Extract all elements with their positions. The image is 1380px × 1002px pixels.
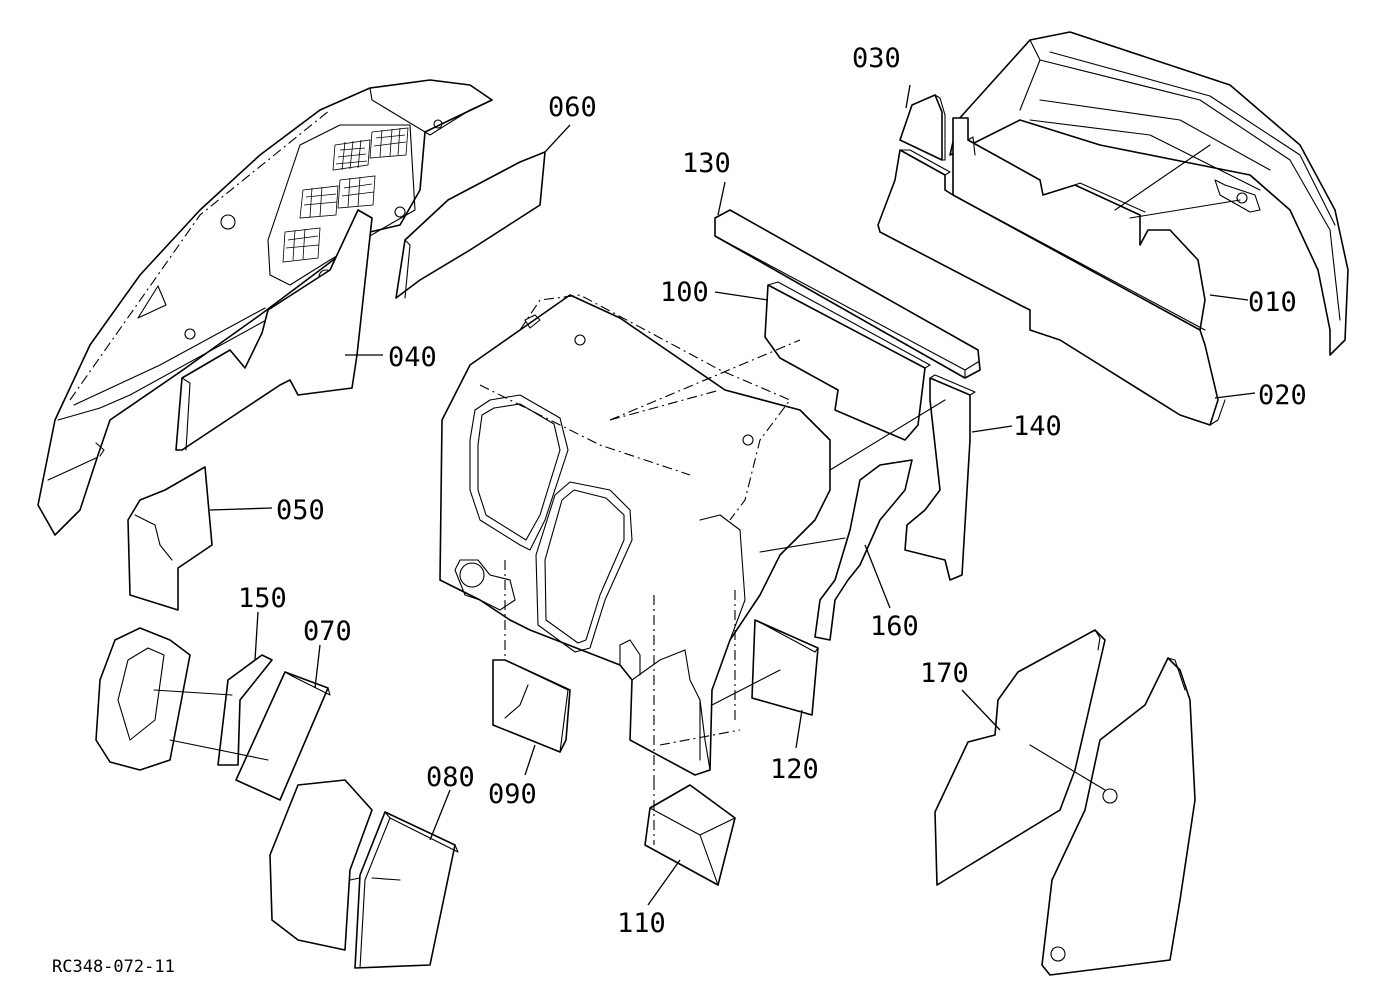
- hood-panel: [37, 79, 493, 536]
- label-040: 040: [388, 342, 437, 373]
- part-100-shape: [609, 281, 931, 441]
- label-110: 110: [617, 908, 666, 939]
- part-040-shape: [175, 209, 373, 451]
- part-110-shape: [644, 780, 736, 886]
- part-120-shape: [711, 619, 819, 716]
- leader-lines: [209, 84, 1256, 906]
- label-160: 160: [870, 611, 919, 642]
- label-120: 120: [770, 754, 819, 785]
- label-060: 060: [548, 92, 597, 123]
- part-140-shape: [829, 374, 976, 581]
- part-160-shape: [759, 459, 913, 641]
- label-090: 090: [488, 779, 537, 810]
- label-010: 010: [1248, 287, 1297, 318]
- label-150: 150: [238, 583, 287, 614]
- part-rear-group: [877, 31, 1349, 426]
- label-030: 030: [852, 43, 901, 74]
- label-100: 100: [660, 277, 709, 308]
- central-frame: [439, 294, 831, 780]
- label-140: 140: [1013, 411, 1062, 442]
- label-050: 050: [276, 495, 325, 526]
- part-130-shape: [714, 209, 981, 379]
- part-150-070-group: [95, 627, 331, 801]
- label-170: 170: [920, 658, 969, 689]
- label-130: 130: [682, 148, 731, 179]
- drawing-code: RC348-072-11: [52, 957, 175, 977]
- part-170-shape: [934, 629, 1196, 976]
- part-050-shape: [127, 466, 213, 611]
- part-080-group: [269, 779, 459, 969]
- part-090-shape: [492, 659, 571, 753]
- label-080: 080: [426, 762, 475, 793]
- label-070: 070: [303, 616, 352, 647]
- label-020: 020: [1258, 380, 1307, 411]
